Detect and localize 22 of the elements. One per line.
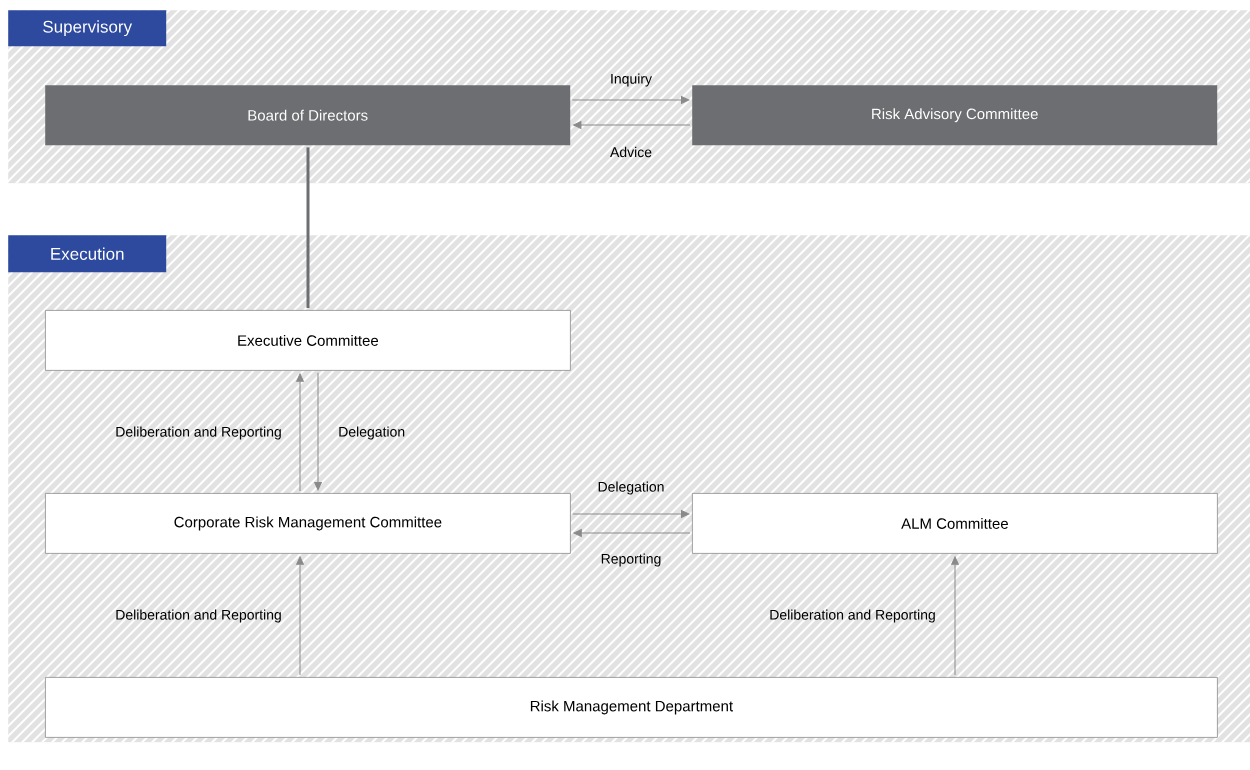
arrow — [572, 510, 690, 518]
box: ALM Committee — [692, 493, 1218, 554]
edge-label: Advice — [610, 146, 652, 158]
edge-label: Deliberation and Reporting — [116, 426, 281, 440]
edge-label: Deliberation and Reporting — [116, 609, 281, 623]
edge-label: Reporting — [601, 553, 661, 567]
arrow — [573, 121, 691, 129]
arrow — [951, 556, 959, 676]
edge-label: Inquiry — [611, 73, 652, 87]
arrow — [573, 529, 691, 537]
edge-label: Delegation — [339, 426, 405, 440]
box: Corporate Risk Management Committee — [45, 493, 571, 554]
box: Executive Committee — [45, 310, 571, 371]
edge-label: Deliberation and Reporting — [770, 609, 935, 623]
box: Risk Advisory Committee — [692, 85, 1218, 146]
box: Board of Directors — [45, 85, 571, 146]
edge-label: Delegation — [598, 481, 664, 495]
arrow — [296, 373, 304, 492]
arrow — [571, 96, 690, 104]
box: Risk Management Department — [45, 677, 1218, 738]
arrow — [314, 372, 322, 491]
arrow — [296, 556, 304, 676]
